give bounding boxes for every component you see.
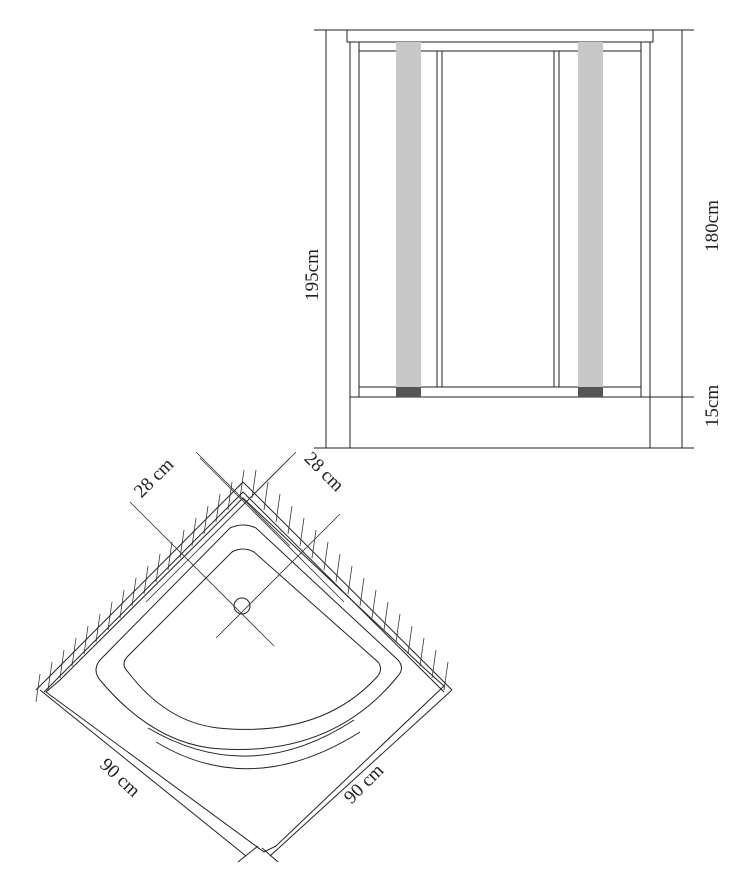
right-handle-bar <box>578 42 603 387</box>
drain-offset-left-label: 28 cm <box>130 454 178 502</box>
dimension-total-height <box>314 29 360 449</box>
tray-basin <box>123 548 382 730</box>
dimension-right <box>650 29 694 449</box>
dimension-width-left <box>39 689 259 863</box>
width-right-label: 90 cm <box>340 760 388 808</box>
door-height-label: 180cm <box>702 200 723 252</box>
top-rail <box>358 41 642 52</box>
front-view: 195cm 180cm 15cm <box>302 29 723 449</box>
tray-outer <box>45 497 445 853</box>
right-handle-foot <box>578 387 603 397</box>
left-handle-foot <box>396 387 421 397</box>
total-height-label: 195cm <box>302 249 323 301</box>
top-view: 28 cm 28 cm 90 cm 90 cm <box>35 448 453 863</box>
tray-rim <box>95 524 402 750</box>
dimension-width-right <box>261 689 453 863</box>
wall-hatch-right <box>251 469 449 691</box>
width-left-label: 90 cm <box>95 754 144 802</box>
drain-offset-right-label: 28 cm <box>300 448 348 496</box>
left-handle-bar <box>396 42 421 387</box>
base-height-label: 15cm <box>702 385 723 427</box>
top-cap <box>346 29 654 43</box>
